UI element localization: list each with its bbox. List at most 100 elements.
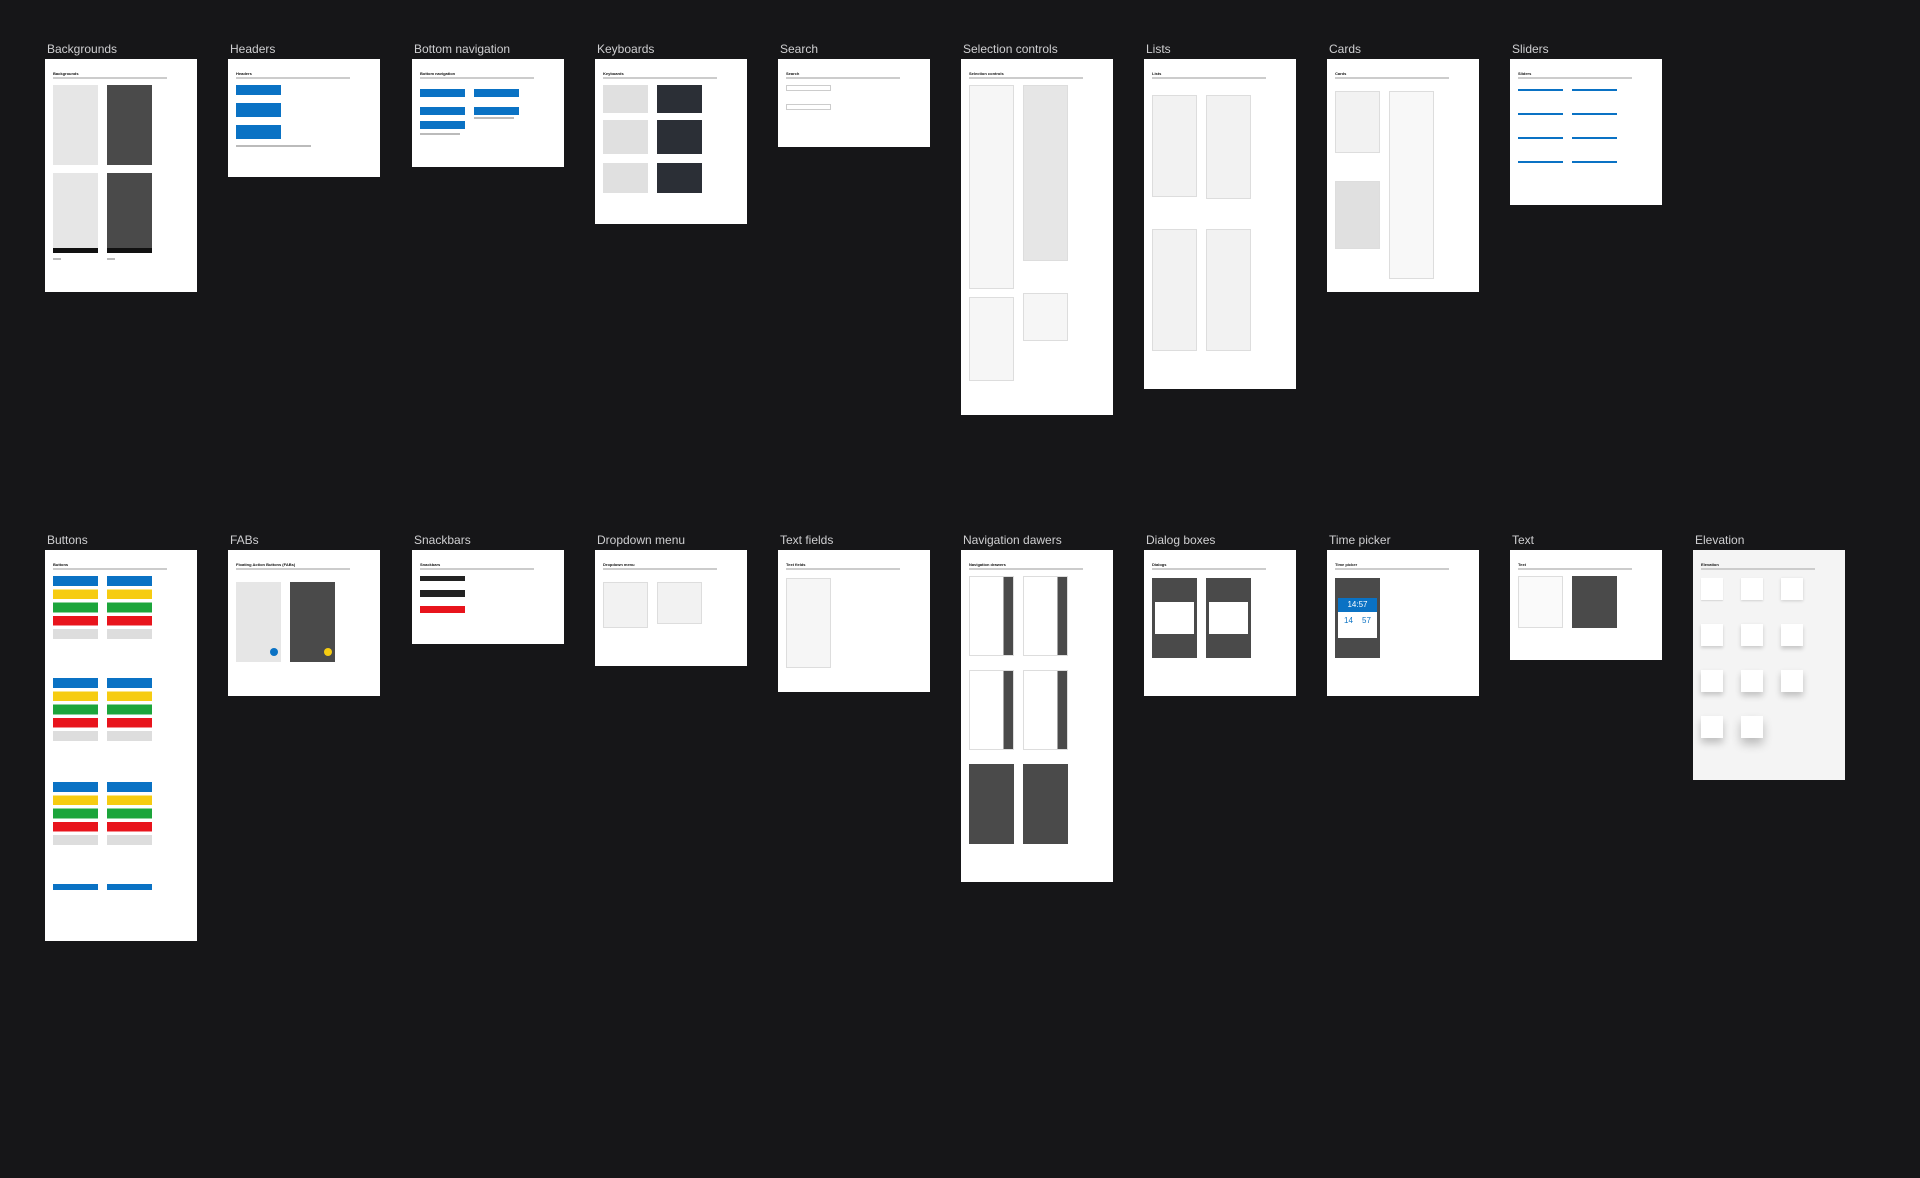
- frame-cards[interactable]: Cards Cards: [1327, 42, 1479, 292]
- bottom-nav-bar: [474, 89, 519, 97]
- frame-label: Time picker: [1329, 533, 1391, 547]
- artboard: Backgrounds: [45, 59, 197, 292]
- board-description: [1701, 568, 1815, 570]
- fab-blue: [270, 648, 278, 656]
- light-keyboard: [603, 120, 648, 154]
- frame-fabs[interactable]: FABs Floating Action Buttons (FABs): [228, 533, 380, 696]
- artboard: Keyboards: [595, 59, 747, 224]
- frame-bottom-navigation[interactable]: Bottom navigation Bottom navigation: [412, 42, 564, 167]
- board-title: Text fields: [786, 562, 806, 567]
- frame-elevation[interactable]: Elevation Elevation: [1693, 533, 1845, 780]
- artboard: Search: [778, 59, 930, 147]
- elevation-tile: [1741, 670, 1763, 692]
- artboard: Text fields: [778, 550, 930, 692]
- frame-headers[interactable]: Headers Headers: [228, 42, 380, 177]
- slider: [1572, 89, 1617, 91]
- dialog-box: [1209, 602, 1248, 634]
- header-bar: [236, 85, 281, 95]
- slider: [1572, 137, 1617, 139]
- text-field-list: [786, 578, 831, 668]
- drawer-screen: [1023, 576, 1068, 656]
- header-bar: [236, 103, 281, 117]
- frame-label: Sliders: [1512, 42, 1549, 56]
- list-example: [1206, 229, 1251, 351]
- board-description: [1518, 568, 1632, 570]
- frame-label: Text fields: [780, 533, 834, 547]
- frame-dialog-boxes[interactable]: Dialog boxes Dialogs: [1144, 533, 1296, 696]
- bottom-nav-bar: [420, 89, 465, 97]
- elevation-tile: [1741, 578, 1763, 600]
- list-example: [1152, 229, 1197, 351]
- drawer-screen: [969, 576, 1014, 656]
- frame-search[interactable]: Search Search: [778, 42, 930, 147]
- frame-dropdown-menu[interactable]: Dropdown menu Dropdown menu: [595, 533, 747, 666]
- board-description: [1152, 568, 1266, 570]
- board-title: Snackbars: [420, 562, 441, 567]
- frame-keyboards[interactable]: Keyboards Keyboards: [595, 42, 747, 224]
- frame-navigation-drawers[interactable]: Navigation dawers Navigation drawers: [961, 533, 1113, 882]
- board-title: Floating Action Buttons (FABs): [236, 562, 296, 567]
- time-header: [1338, 598, 1377, 612]
- card-with-header: [1335, 181, 1380, 249]
- light-text-sample: [1518, 576, 1563, 628]
- frame-time-picker[interactable]: Time picker Time picker 14:57 14 57: [1327, 533, 1479, 696]
- artboard: Navigation drawers: [961, 550, 1113, 882]
- minutes-value: 57: [1362, 616, 1371, 625]
- dark-background-preview: [107, 173, 152, 253]
- board-description: [786, 568, 900, 570]
- frame-text-fields[interactable]: Text fields Text fields: [778, 533, 930, 692]
- header-bar: [236, 125, 281, 139]
- board-title: Buttons: [53, 562, 69, 567]
- drawer-screen: [1023, 670, 1068, 750]
- time-display: 14:57: [1347, 600, 1368, 609]
- frame-selection-controls[interactable]: Selection controls Selection controls: [961, 42, 1113, 415]
- slider: [1518, 89, 1563, 91]
- frame-snackbars[interactable]: Snackbars Snackbars: [412, 533, 564, 644]
- list-example: [1206, 95, 1251, 199]
- button-group: [107, 576, 152, 646]
- drawer-screen: [1023, 764, 1068, 844]
- drawer-screen: [969, 764, 1014, 844]
- board-description: [603, 568, 717, 570]
- frame-label: Navigation dawers: [963, 533, 1062, 547]
- artboard: Sliders: [1510, 59, 1662, 205]
- board-description: [420, 568, 534, 570]
- light-keyboard: [603, 85, 648, 113]
- dialog-box: [1155, 602, 1194, 634]
- snackbar: [420, 576, 465, 581]
- frame-label: Elevation: [1695, 533, 1745, 547]
- frame-text[interactable]: Text Text: [1510, 533, 1662, 660]
- search-field: [786, 104, 831, 110]
- board-description: [53, 77, 167, 79]
- slider: [1518, 161, 1563, 163]
- frame-buttons[interactable]: Buttons Buttons: [45, 533, 197, 941]
- frame-label: Bottom navigation: [414, 42, 511, 56]
- artboard: Buttons: [45, 550, 197, 941]
- frame-lists[interactable]: Lists Lists: [1144, 42, 1296, 389]
- frame-label: Keyboards: [597, 42, 655, 56]
- artboard: Floating Action Buttons (FABs): [228, 550, 380, 696]
- artboard: Lists: [1144, 59, 1296, 389]
- snackbar: [420, 590, 465, 597]
- system-nav-bar: [53, 248, 98, 253]
- frame-label: Text: [1512, 533, 1535, 547]
- elevation-tile: [1781, 670, 1803, 692]
- switch-list: [1023, 85, 1068, 261]
- light-background-preview: [53, 85, 98, 165]
- frame-backgrounds[interactable]: Backgrounds Backgrounds: [45, 42, 197, 292]
- card-stack: [1389, 91, 1434, 279]
- elevation-tile: [1741, 716, 1763, 738]
- search-field: [786, 85, 831, 91]
- button-group: [53, 782, 98, 852]
- board-description: [603, 77, 717, 79]
- frame-sliders[interactable]: Sliders Sliders: [1510, 42, 1662, 205]
- dark-background-preview: [107, 85, 152, 165]
- board-title: Time picker: [1335, 562, 1358, 567]
- board-description: [420, 77, 534, 79]
- dark-keyboard: [657, 120, 702, 154]
- slider: [1572, 113, 1617, 115]
- dropdown-example: [603, 582, 648, 628]
- board-description: [969, 77, 1083, 79]
- board-description: [1335, 77, 1449, 79]
